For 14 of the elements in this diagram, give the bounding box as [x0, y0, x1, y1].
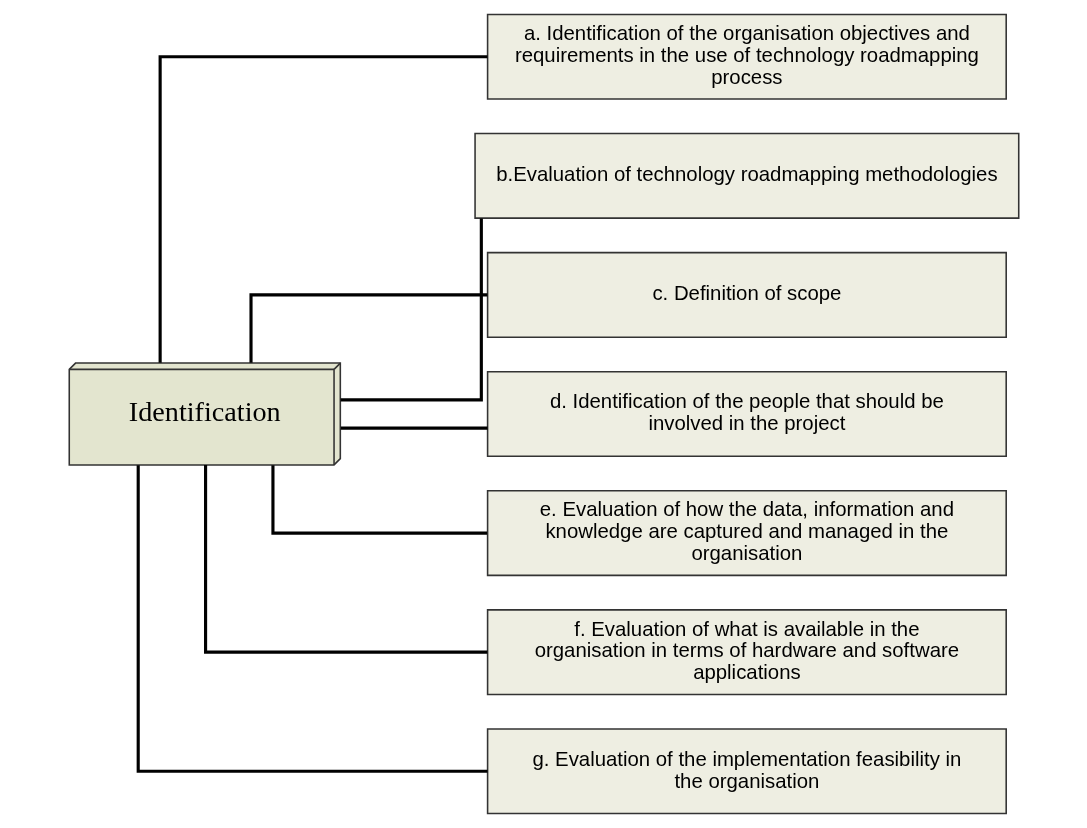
- connector: [270, 465, 487, 535]
- connector: [158, 55, 487, 363]
- node-box: c. Definition of scope: [486, 251, 1007, 338]
- node-box: e. Evaluation of how the data, information and knowledge are captured and managed in the organisation: [486, 490, 1007, 577]
- connector: [340, 426, 488, 430]
- connector: [340, 218, 483, 402]
- connector: [248, 293, 487, 363]
- node-box: g. Evaluation of the implementation feasibility in the organisation: [486, 728, 1007, 815]
- connector: [136, 465, 487, 773]
- connector: [203, 465, 487, 654]
- node-box: f. Evaluation of what is available in the organisation in terms of hardware and software applications: [486, 609, 1007, 696]
- node-box: d. Identification of the people that should be involved in the project: [486, 370, 1007, 458]
- node-box: b.Evaluation of technology roadmapping methodologies: [473, 132, 1019, 219]
- node-box: a. Identification of the organisation objectives and requirements in the use of technology roadmapping process: [486, 13, 1007, 100]
